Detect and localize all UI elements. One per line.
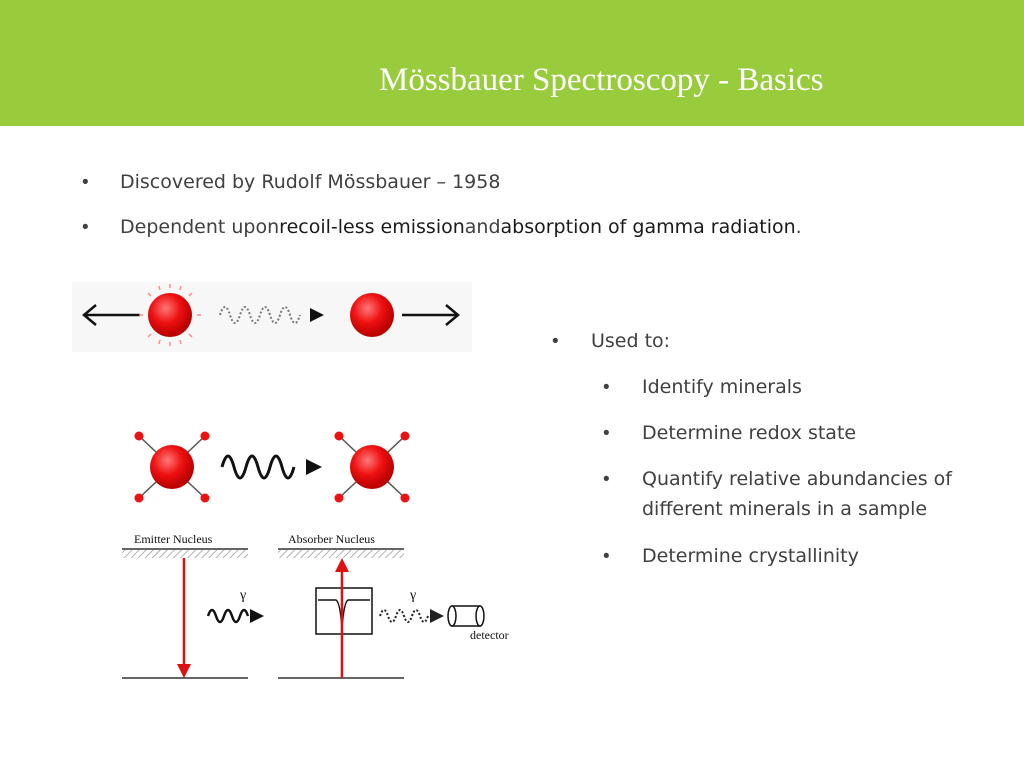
right-arrow-icon bbox=[402, 304, 460, 326]
absorption-arrow-icon bbox=[335, 558, 349, 678]
bullet-dependent: Dependent upon recoil-less emission and … bbox=[120, 216, 802, 238]
emphasis-absorption-gamma: absorption of gamma radiation bbox=[500, 216, 796, 238]
left-arrow-icon bbox=[82, 304, 140, 326]
item-text: different minerals in a sample bbox=[642, 498, 928, 520]
bullet-discovered: Discovered by Rudolf Mössbauer – 1958 bbox=[120, 171, 500, 193]
emission-arrow-icon bbox=[177, 558, 191, 678]
bullet-text: Discovered by Rudolf Mössbauer – 1958 bbox=[120, 171, 501, 193]
bullet-dot: • bbox=[82, 217, 89, 238]
gamma-wave-icon bbox=[220, 454, 322, 480]
bullet-text-mid: and bbox=[464, 216, 501, 238]
item-quantify-line2: different minerals in a sample bbox=[642, 498, 927, 520]
item-redox-state: Determine redox state bbox=[642, 422, 856, 444]
gamma-wave-icon bbox=[219, 306, 324, 324]
bullet-dot: • bbox=[603, 377, 610, 398]
slide-title: Mössbauer Spectroscopy - Basics bbox=[379, 62, 824, 98]
gamma-label-2: γ bbox=[410, 588, 417, 603]
item-identify-minerals: Identify minerals bbox=[642, 376, 802, 398]
title-bar: Mössbauer Spectroscopy - Basics bbox=[0, 0, 1024, 126]
absorber-nucleus-icon bbox=[350, 293, 394, 337]
absorption-spectrum-icon bbox=[315, 587, 373, 635]
item-crystallinity: Determine crystallinity bbox=[642, 545, 859, 567]
gamma-wave-icon bbox=[206, 608, 264, 624]
used-to-text: Used to: bbox=[591, 330, 671, 352]
absorber-nucleus-label: Absorber Nucleus bbox=[288, 532, 375, 546]
detector-label: detector bbox=[470, 628, 509, 642]
gamma-wave-dotted-icon bbox=[379, 609, 444, 623]
detector-icon bbox=[447, 605, 485, 627]
bullet-dot: • bbox=[603, 546, 610, 567]
used-to-label: Used to: bbox=[591, 330, 670, 352]
bullet-dot: • bbox=[552, 331, 559, 352]
bullet-dot: • bbox=[82, 172, 89, 193]
item-text: Determine redox state bbox=[642, 422, 857, 444]
bound-absorber-icon bbox=[334, 431, 410, 503]
emphasis-recoil-less-emission: recoil-less emission bbox=[279, 216, 465, 238]
item-text: Determine crystallinity bbox=[642, 545, 859, 567]
absorber-excited-level bbox=[278, 548, 404, 558]
item-quantify-line1: Quantify relative abundancies of bbox=[642, 468, 952, 490]
recoil-figure bbox=[72, 282, 472, 352]
gamma-label-1: γ bbox=[240, 588, 247, 603]
bullet-dot: • bbox=[603, 469, 610, 490]
bound-emitter-icon bbox=[134, 431, 210, 503]
recoil-free-figure bbox=[134, 431, 410, 503]
item-text: Quantify relative abundancies of bbox=[642, 468, 952, 490]
emitter-excited-level bbox=[122, 548, 248, 558]
bullet-text-post: . bbox=[795, 216, 802, 238]
emitter-nucleus-label: Emitter Nucleus bbox=[134, 532, 213, 546]
emitter-nucleus-icon bbox=[139, 284, 201, 346]
bullet-text-pre: Dependent upon bbox=[120, 216, 280, 238]
item-text: Identify minerals bbox=[642, 376, 802, 398]
level-diagram: Emitter Nucleus Absorber Nucleus γ γ det… bbox=[118, 528, 520, 688]
bullet-dot: • bbox=[603, 423, 610, 444]
